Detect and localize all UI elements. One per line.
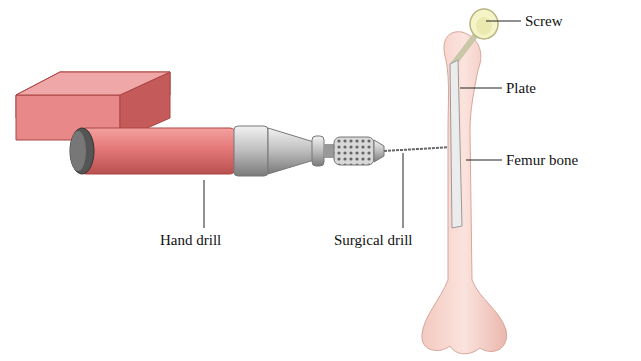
part-label: Hand drill xyxy=(160,232,221,249)
part-label: Femur bone xyxy=(506,152,578,169)
part-label: Screw xyxy=(525,13,563,30)
part-label: Surgical drill xyxy=(334,232,412,249)
part-label: Plate xyxy=(506,80,536,97)
